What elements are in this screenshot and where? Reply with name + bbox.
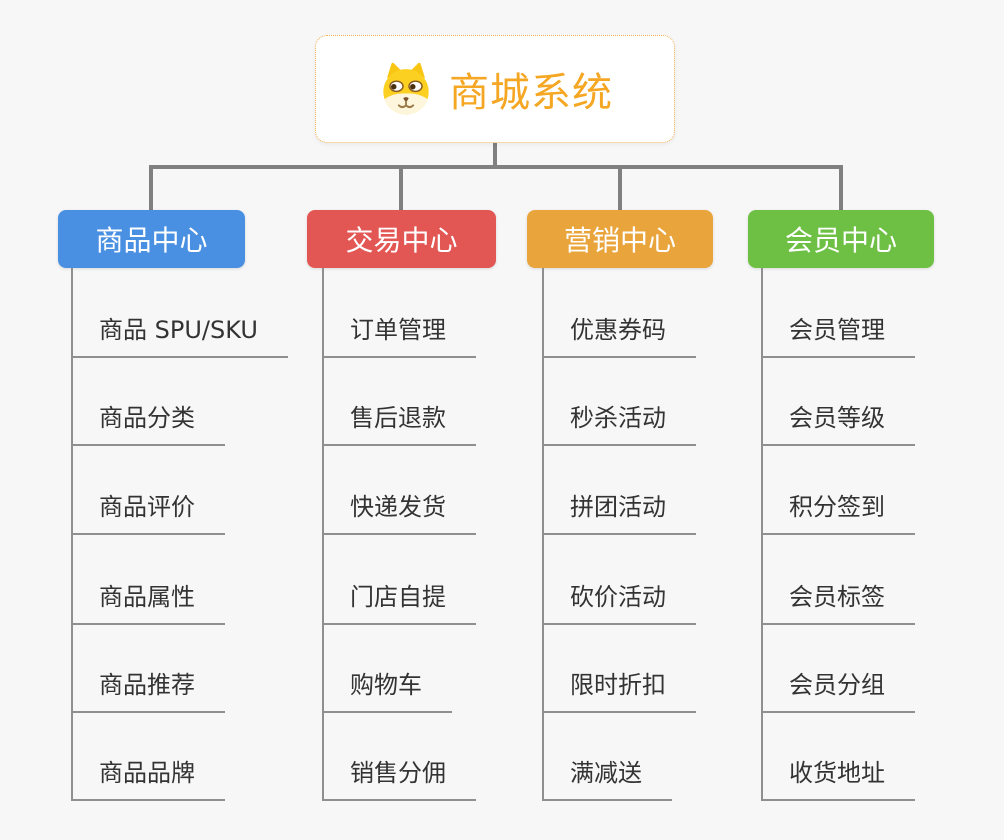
child-topic[interactable]: 限时折扣	[542, 667, 696, 713]
branch-drop-connector	[618, 167, 622, 211]
child-topic[interactable]: 会员标签	[761, 579, 915, 625]
branch-drop-connector	[839, 167, 843, 211]
child-topic[interactable]: 商品推荐	[71, 667, 225, 713]
child-topic[interactable]: 门店自提	[322, 579, 476, 625]
child-topic[interactable]: 收货地址	[761, 755, 915, 801]
child-topic[interactable]: 满减送	[542, 755, 672, 801]
branch-label: 交易中心	[345, 224, 458, 257]
child-topic[interactable]: 商品分类	[71, 400, 225, 446]
child-topic[interactable]: 购物车	[322, 667, 452, 713]
child-topic[interactable]: 商品属性	[71, 579, 225, 625]
child-topic[interactable]: 商品品牌	[71, 755, 225, 801]
branch-drop-connector	[149, 167, 153, 211]
child-topic[interactable]: 会员管理	[761, 312, 915, 358]
child-topic[interactable]: 快递发货	[322, 489, 476, 535]
child-topic[interactable]: 售后退款	[322, 400, 476, 446]
dog-face-icon	[383, 62, 429, 115]
child-topic[interactable]: 会员分组	[761, 667, 915, 713]
child-topic[interactable]: 商品评价	[71, 489, 225, 535]
child-topic[interactable]: 会员等级	[761, 400, 915, 446]
child-topic[interactable]: 订单管理	[322, 312, 476, 358]
child-topic[interactable]: 商品 SPU/SKU	[71, 312, 288, 358]
branch-topic-marketing-center[interactable]: 营销中心	[527, 210, 713, 268]
child-topic[interactable]: 砍价活动	[542, 579, 696, 625]
root-topic[interactable]: 商城系统	[315, 35, 675, 143]
branch-label: 营销中心	[563, 224, 676, 257]
child-topic[interactable]: 拼团活动	[542, 489, 696, 535]
root-stem-connector	[493, 142, 497, 169]
branch-topic-trade-center[interactable]: 交易中心	[307, 210, 496, 268]
branch-bus-connector	[149, 165, 843, 169]
child-topic[interactable]: 秒杀活动	[542, 400, 696, 446]
branch-drop-connector	[399, 167, 403, 211]
child-topic[interactable]: 销售分佣	[322, 755, 476, 801]
branch-label: 商品中心	[95, 224, 208, 257]
child-topic[interactable]: 积分签到	[761, 489, 915, 535]
branch-topic-member-center[interactable]: 会员中心	[748, 210, 934, 268]
branch-topic-product-center[interactable]: 商品中心	[58, 210, 245, 268]
root-topic-title: 商城系统	[449, 70, 613, 116]
child-topic[interactable]: 优惠券码	[542, 312, 696, 358]
branch-label: 会员中心	[784, 224, 897, 257]
